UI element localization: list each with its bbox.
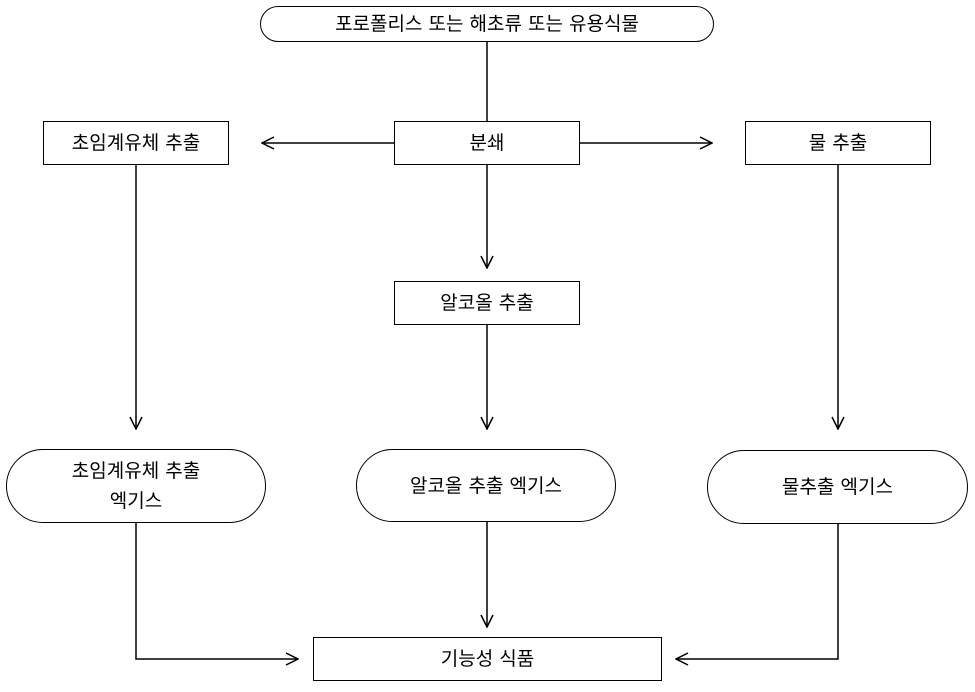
source-node: 포로폴리스 또는 해초류 또는 유용식물 [260,6,714,42]
alcohol-extract-node: 알코올 추출 엑기스 [356,449,616,522]
water-extract-node: 물추출 엑기스 [707,450,968,524]
edge-water-extract-to-food [676,524,839,659]
alcohol-extraction-node: 알코올 추출 [394,281,580,325]
supercritical-extract-label-line1: 초임계유체 추출 [71,460,201,482]
water-extraction-label: 물 추출 [808,132,868,154]
water-extraction-node: 물 추출 [745,121,931,165]
functional-food-label: 기능성 식품 [440,648,535,670]
alcohol-extract-label: 알코올 추출 엑기스 [410,474,562,497]
supercritical-extraction-node: 초임계유체 추출 [43,121,229,165]
water-extract-label: 물추출 엑기스 [782,476,893,498]
supercritical-extract-label-line2: 엑기스 [109,490,163,512]
crush-node: 분쇄 [394,121,580,165]
supercritical-extract-node: 초임계유체 추출 엑기스 [6,449,266,523]
crush-label: 분쇄 [469,132,505,154]
alcohol-extraction-label: 알코올 추출 [440,292,534,314]
functional-food-node: 기능성 식품 [313,637,662,681]
supercritical-extraction-label: 초임계유체 추출 [71,132,201,154]
source-label: 포로폴리스 또는 해초류 또는 유용식물 [335,13,639,35]
edge-supercritical-extract-to-food [135,523,298,659]
